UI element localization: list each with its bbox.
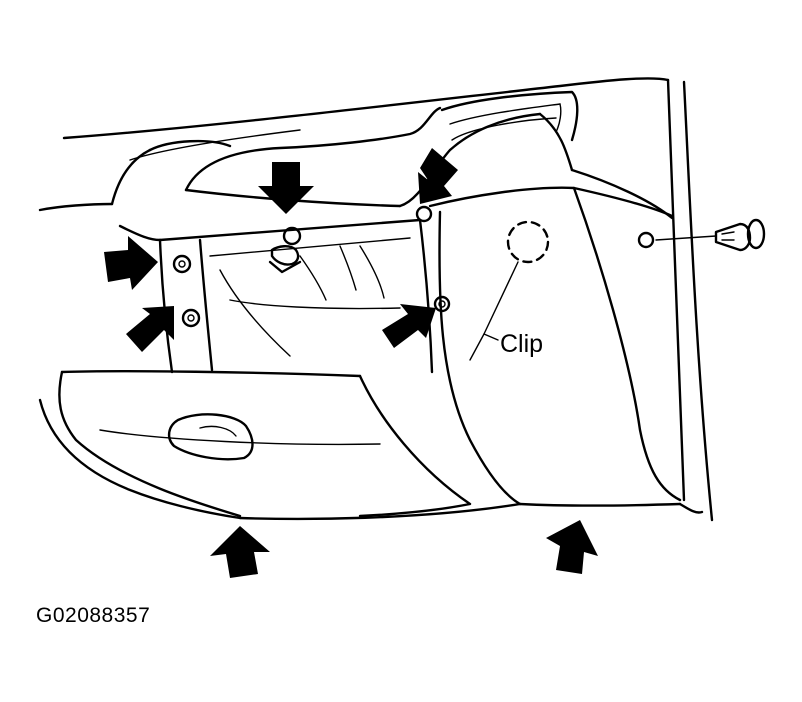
dashboard-upper-panel: [38, 77, 714, 522]
side-trim-panel: [428, 186, 704, 514]
arrow-mid-right: [382, 304, 436, 348]
arrows: [104, 148, 598, 578]
glove-box-door: [38, 370, 522, 521]
arrow-top-right: [418, 148, 458, 204]
glove-box-opening: [158, 205, 451, 374]
screw-fastener: [655, 218, 766, 252]
arrow-left-lower: [126, 306, 174, 352]
arrow-bottom-right: [546, 520, 598, 574]
arrow-bottom-left: [210, 526, 270, 578]
arrow-left-upper: [104, 236, 158, 290]
clip-label: Clip: [500, 330, 543, 358]
figure-id-label: G02088357: [36, 604, 151, 627]
arrow-top-center: [258, 162, 314, 214]
